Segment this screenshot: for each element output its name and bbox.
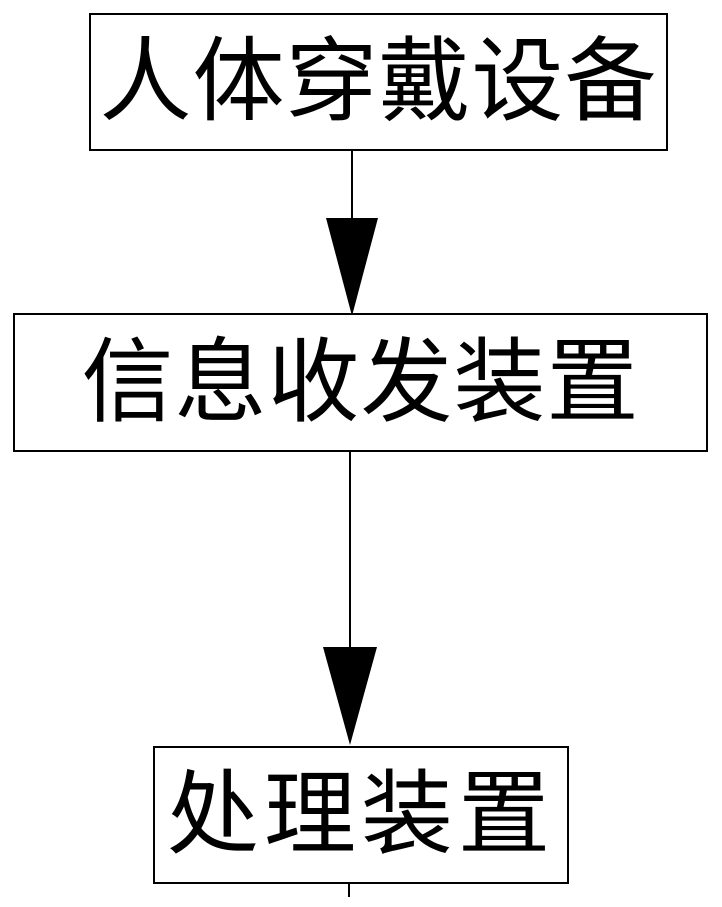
node-label-info-transceiver-device: 信息收发装置 <box>81 328 640 436</box>
arrow-down-icon <box>326 218 378 316</box>
node-label-human-wearable-device: 人体穿戴设备 <box>99 28 658 135</box>
arrow-down-icon <box>323 647 377 745</box>
connector-line-node1-to-node2 <box>351 151 353 218</box>
flowchart-node-processing-device: 处理装置 <box>153 746 569 884</box>
connector-line-node2-to-node3 <box>349 452 351 647</box>
flowchart-node-info-transceiver-device: 信息收发装置 <box>13 313 708 452</box>
node-label-processing-device: 处理装置 <box>166 761 555 868</box>
flowchart-node-human-wearable-device: 人体穿戴设备 <box>89 13 668 151</box>
connector-line-stub-below-node3 <box>348 884 350 897</box>
